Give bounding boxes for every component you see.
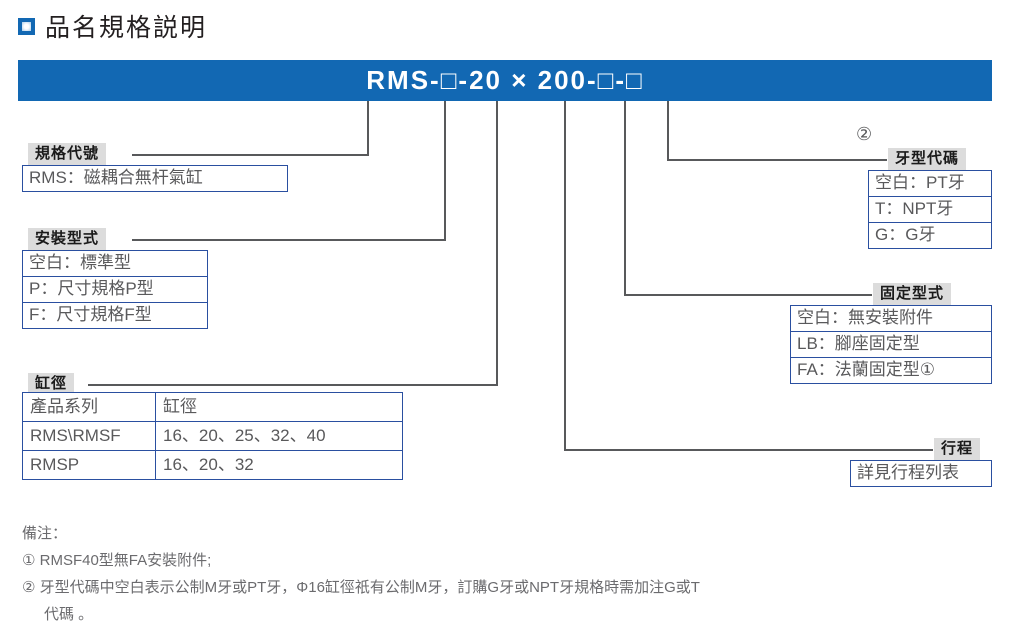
spec-code-row: RMS：磁耦合無杆氣缸 [22,165,288,192]
bore-series-cell: RMSP [22,450,156,480]
section-heading-fixing-type: 固定型式 [873,283,952,305]
fixing-type-box-list: 空白：無安裝附件 LB：腳座固定型 FA：法蘭固定型① [790,305,992,384]
fixing-type-row: 空白：無安裝附件 [790,305,992,331]
bore-series-cell: RMS\RMSF [22,421,156,451]
model-code-text: RMS-□-20 × 200-□-□ [366,65,644,95]
leader-fixing-type [624,101,872,296]
leader-bore [88,101,498,386]
spec-code-box-list: RMS：磁耦合無杆氣缸 [22,165,288,192]
mounting-type-box-list: 空白：標準型 P：尺寸規格P型 F：尺寸規格F型 [22,250,208,329]
bore-value-cell: 16、20、32 [155,450,403,480]
thread-code-note-marker: ② [856,124,873,144]
section-heading-bore: 缸徑 [28,373,75,395]
mounting-type-row: 空白：標準型 [22,250,208,276]
thread-code-box-list: 空白：PT牙 T：NPT牙 G：G牙 [868,170,992,249]
fixing-type-row: LB：腳座固定型 [790,331,992,357]
model-code-bar: RMS-□-20 × 200-□-□ [18,60,992,101]
stroke-row: 詳見行程列表 [850,460,992,487]
section-heading-stroke: 行程 [934,438,981,460]
bore-table: 產品系列 缸徑 RMS\RMSF 16、20、25、32、40 RMSP 16、… [22,392,403,480]
stroke-box-list: 詳見行程列表 [850,460,992,487]
section-heading-mounting-type: 安裝型式 [28,228,107,250]
fixing-type-row: FA：法蘭固定型① [790,357,992,384]
page-title: 品名規格説明 [18,8,207,44]
square-bullet-icon [18,17,35,35]
leader-thread-code [667,101,887,161]
bore-col-header: 缸徑 [155,392,403,422]
note-item: ② 牙型代碼中空白表示公制M牙或PT牙，Φ16缸徑祇有公制M牙，訂購G牙或NPT… [22,579,700,596]
leader-stroke [564,101,933,451]
table-row: 產品系列 缸徑 [22,392,403,422]
table-row: RMS\RMSF 16、20、25、32、40 [22,421,403,451]
thread-code-row: T：NPT牙 [868,196,992,222]
thread-code-row: 空白：PT牙 [868,170,992,196]
table-row: RMSP 16、20、32 [22,450,403,480]
bore-value-cell: 16、20、25、32、40 [155,421,403,451]
notes-label: 備注： [22,525,68,542]
mounting-type-row: F：尺寸規格F型 [22,302,208,329]
note-item-continuation: 代碼 。 [44,606,94,623]
page-title-label: 品名規格説明 [45,14,208,42]
section-heading-spec-code: 規格代號 [28,143,107,165]
thread-code-row: G：G牙 [868,222,992,249]
leader-spec-code [132,101,369,156]
section-heading-thread-code: 牙型代碼 [888,148,967,170]
note-item: ① RMSF40型無FA安裝附件; [22,552,212,569]
mounting-type-row: P：尺寸規格P型 [22,276,208,302]
bore-col-header: 產品系列 [22,392,156,422]
notes-block: 備注： ① RMSF40型無FA安裝附件; ② 牙型代碼中空白表示公制M牙或PT… [22,520,982,628]
